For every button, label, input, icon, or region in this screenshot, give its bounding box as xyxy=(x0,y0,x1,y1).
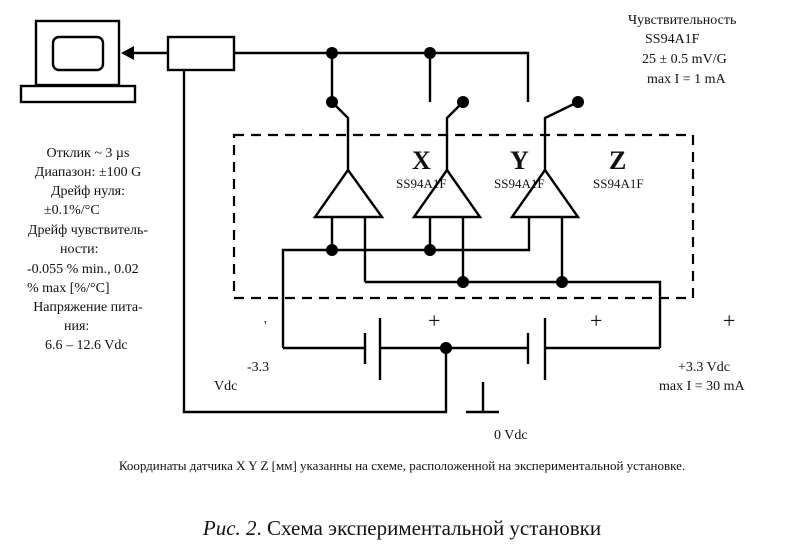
spec-sens-drift-value-2: % max [%/°C] xyxy=(27,281,110,296)
signal-bus xyxy=(234,51,530,102)
negative-voltage-unit: Vdc xyxy=(214,379,238,394)
plus-sign-2: + xyxy=(590,308,603,333)
sensor-model-x: SS94A1F xyxy=(396,176,447,191)
spec-range: Диапазон: ±100 G xyxy=(34,165,142,180)
spec-sens-drift-value-1: -0.055 % min., 0.02 xyxy=(27,262,139,277)
axis-label-y: Y xyxy=(510,146,529,175)
positive-voltage-label: +3.3 Vdc xyxy=(678,360,730,375)
spec-supply-label-1: Напряжение пита- xyxy=(33,300,143,315)
plus-sign-3: + xyxy=(723,308,736,333)
spec-supply-value: 6.6 – 12.6 Vdc xyxy=(45,338,128,353)
figure-title: . Схема экспериментальной установки xyxy=(256,516,602,540)
figure-caption: Рис. 2. Схема экспериментальной установк… xyxy=(0,516,804,541)
tick-mark: ' xyxy=(264,319,267,334)
amplifier-y xyxy=(509,167,581,219)
spec-sens-drift-label-1: Дрейф чувствитель- xyxy=(27,223,149,238)
spec-response: Отклик ~ 3 µs xyxy=(46,146,130,161)
ground-label: 0 Vdc xyxy=(494,428,528,443)
plus-sign-1: + xyxy=(428,308,441,333)
axis-label-z: Z xyxy=(609,146,627,175)
positive-current-label: max I = 30 mA xyxy=(659,379,745,394)
axis-label-x: X xyxy=(412,146,431,175)
amplifier-x xyxy=(411,167,483,219)
negative-voltage-label: -3.3 xyxy=(247,360,270,375)
spec-supply-label-2: ния: xyxy=(64,319,90,334)
sensitivity-title: Чувствительность xyxy=(628,13,737,28)
amplifier-1 xyxy=(312,167,385,219)
sensitivity-model: SS94A1F xyxy=(645,32,700,47)
caption-note: Координаты датчика X Y Z [мм] указанны н… xyxy=(118,458,686,473)
sensitivity-value: 25 ± 0.5 mV/G xyxy=(642,52,727,67)
daq-module xyxy=(166,35,236,72)
spec-zero-drift-value: ±0.1%/°C xyxy=(44,203,100,218)
sensor-model-y: SS94A1F xyxy=(494,176,545,191)
sensitivity-current: max I = 1 mA xyxy=(647,72,726,87)
spec-sens-drift-label-2: ности: xyxy=(60,242,99,257)
spec-zero-drift-label: Дрейф нуля: xyxy=(50,184,126,199)
sensor-model-z: SS94A1F xyxy=(593,176,644,191)
figure-number: Рис. 2 xyxy=(202,516,257,540)
computer-icon xyxy=(19,19,137,104)
arrow-icon xyxy=(121,46,134,60)
sensor-enclosure xyxy=(232,133,695,300)
junction-dots xyxy=(326,47,584,354)
